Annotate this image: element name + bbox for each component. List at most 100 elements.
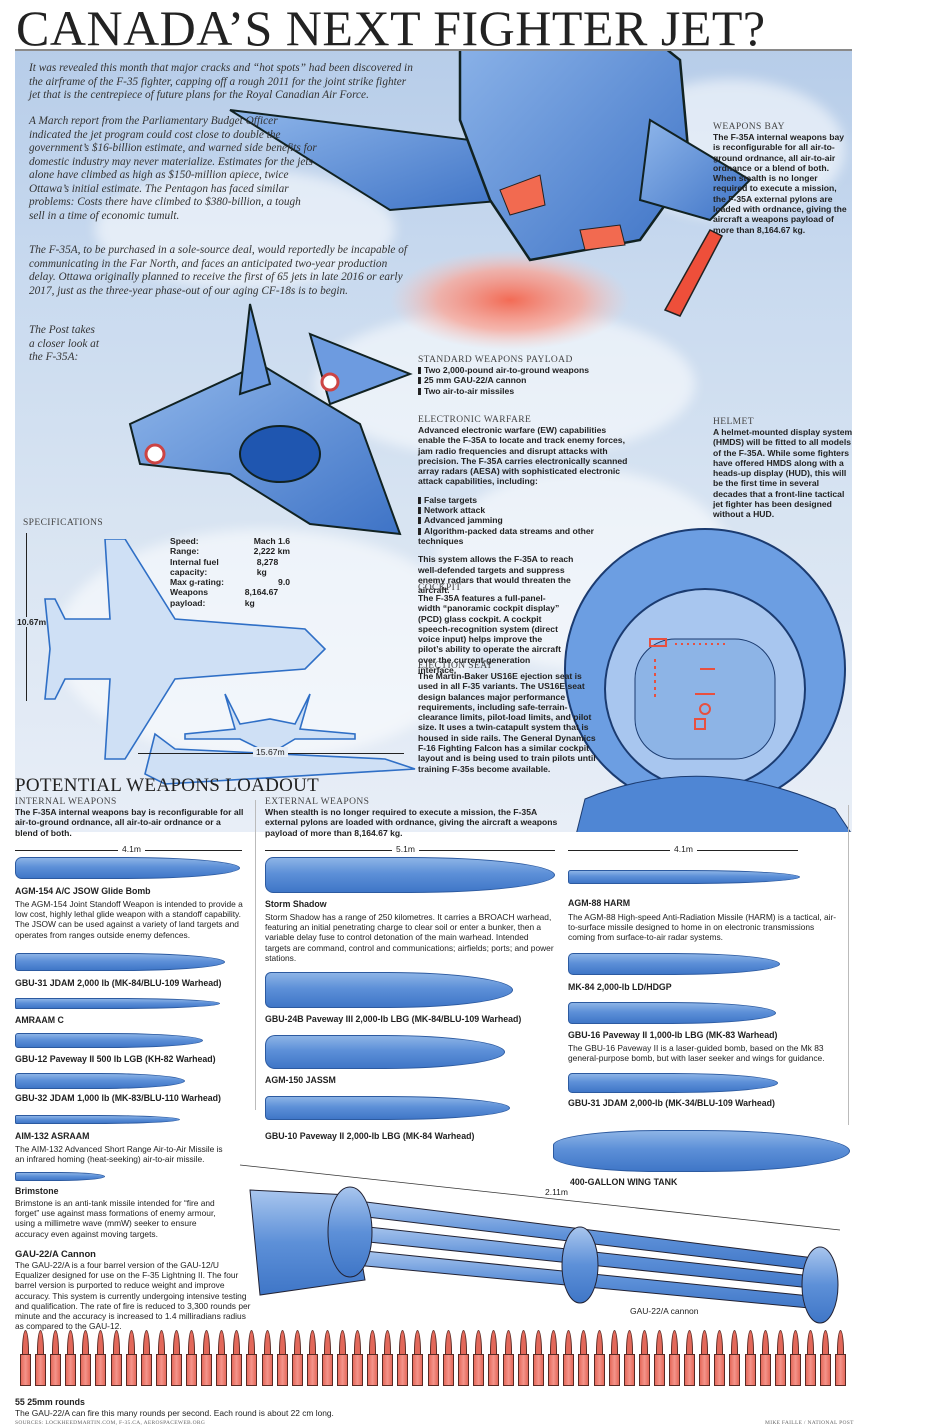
loadout-divider-right (848, 805, 849, 1125)
standard-payload-heading: STANDARD WEAPONS PAYLOAD (418, 355, 573, 365)
ammo-round-icon (486, 1330, 501, 1387)
internal-weapons-section: INTERNAL WEAPONS The F-35A internal weap… (15, 797, 245, 838)
ammo-round-icon (622, 1330, 637, 1387)
ammo-round-icon (712, 1330, 727, 1387)
ammo-round-icon (758, 1330, 773, 1387)
ammo-round-icon (320, 1330, 335, 1387)
ammo-round-icon (456, 1330, 471, 1387)
callout-weapons-bay: WEAPONS BAY The F-35A internal weapons b… (713, 122, 848, 235)
gau22-cannon-illustration (239, 1164, 841, 1324)
internal-dimension-label: 4.1m (118, 844, 145, 854)
ammo-round-icon (833, 1330, 848, 1387)
mk84-bomb-illustration (568, 953, 780, 975)
agm88-harm-illustration (568, 870, 800, 884)
ammo-round-icon (33, 1330, 48, 1387)
gbu10-paveway-illustration (265, 1096, 510, 1120)
weapon-label: GBU-32 JDAM 1,000 lb (MK-83/BLU-110 Warh… (15, 1093, 221, 1103)
ammo-round-icon (576, 1330, 591, 1387)
intro-paragraph-1: It was revealed this month that major cr… (29, 62, 413, 101)
ammo-round-icon (350, 1330, 365, 1387)
hero-top-rule (15, 49, 852, 51)
weapon-label: Brimstone (15, 1186, 59, 1196)
weapon-label: GBU-16 Paveway II 1,000-lb LBG (MK-83 Wa… (568, 1030, 778, 1040)
rounds-heading: 55 25mm rounds (15, 1397, 85, 1407)
sources-credit: SOURCES: LOCKHEEDMARTIN.COM, F-35.CA, AE… (15, 1420, 206, 1426)
spec-row: Weapons payload:8,164.67 kg (170, 587, 279, 608)
wing-tank-illustration (553, 1130, 850, 1172)
jsow-glide-bomb-illustration (15, 857, 240, 879)
spec-row: Range:2,222 km (170, 546, 290, 557)
spec-row: Max g-rating:9.0 (170, 577, 290, 588)
weapon-description: The AGM-154 Joint Standoff Weapon is int… (15, 899, 243, 940)
internal-weapons-text: The F-35A internal weapons bay is reconf… (15, 807, 244, 838)
cockpit-heading: COCKPIT (418, 583, 462, 593)
weapon-label: GBU-31 JDAM 2,000-lb (MK-34/BLU-109 Warh… (568, 1098, 775, 1108)
brimstone-illustration (15, 1172, 105, 1181)
ammo-round-icon (365, 1330, 380, 1387)
cockpit-text: The F-35A features a full-panel-width “p… (418, 593, 561, 676)
weapon-label: AGM-150 JASSM (265, 1075, 336, 1085)
gbu32-jdam-illustration (15, 1073, 185, 1089)
ammo-round-icon (229, 1330, 244, 1387)
ammo-round-icon (395, 1330, 410, 1387)
external-weapons-text: When stealth is no longer required to ex… (265, 807, 558, 838)
ammo-round-icon (516, 1330, 531, 1387)
ammo-round-icon (124, 1330, 139, 1387)
callout-helmet: HELMET A helmet-mounted display system (… (713, 417, 853, 520)
ammo-round-icon (18, 1330, 33, 1387)
loadout-heading: POTENTIAL WEAPONS LOADOUT (15, 775, 320, 796)
ammo-rounds-row (18, 1330, 940, 1388)
ammo-round-icon (637, 1330, 652, 1387)
ew-text: Advanced electronic warfare (EW) capabil… (418, 425, 628, 487)
callout-cockpit: COCKPIT The F-35A features a full-panel-… (418, 583, 568, 675)
ammo-round-icon (93, 1330, 108, 1387)
ammo-round-icon (410, 1330, 425, 1387)
weapon-description: Brimstone is an anti-tank missile intend… (15, 1198, 216, 1239)
spec-row: Speed:Mach 1.6 (170, 536, 290, 546)
ammo-round-icon (305, 1330, 320, 1387)
weapon-label: AGM-154 A/C JSOW Glide Bomb (15, 886, 151, 896)
weapon-description: The AIM-132 Advanced Short Range Air-to-… (15, 1144, 223, 1165)
weapon-label: GBU-10 Paveway II 2,000-lb LBG (MK-84 Wa… (265, 1131, 475, 1141)
ammo-round-icon (803, 1330, 818, 1387)
ammo-round-icon (697, 1330, 712, 1387)
ammo-round-icon (667, 1330, 682, 1387)
weapon-label: Storm Shadow (265, 899, 327, 909)
ammo-round-icon (63, 1330, 78, 1387)
rounds-text: The GAU-22/A can fire this many rounds p… (15, 1408, 334, 1418)
agm150-jassm-illustration (265, 1035, 505, 1069)
weapons-bay-text: The F-35A internal weapons bay is reconf… (713, 132, 847, 235)
ammo-round-icon (139, 1330, 154, 1387)
length-label: 15.67m (253, 747, 288, 757)
cannon-caption: GAU-22/A cannon (630, 1306, 699, 1316)
ammo-round-icon (531, 1330, 546, 1387)
ammo-round-icon (78, 1330, 93, 1387)
weapon-label: GBU-12 Paveway II 500 lb LGB (KH-82 Warh… (15, 1054, 216, 1064)
ammo-round-icon (788, 1330, 803, 1387)
ammo-round-icon (652, 1330, 667, 1387)
weapon-label: AGM-88 HARM (568, 898, 631, 908)
specifications-table: Speed:Mach 1.6 Range:2,222 km Internal f… (170, 536, 290, 608)
ammo-round-icon (199, 1330, 214, 1387)
helmet-text: A helmet-mounted display system (HMDS) w… (713, 427, 853, 520)
ammo-round-icon (546, 1330, 561, 1387)
weapon-label: GBU-31 JDAM 2,000 lb (MK-84/BLU-109 Warh… (15, 978, 222, 988)
ammo-round-icon (184, 1330, 199, 1387)
ew-item: Advanced jamming (418, 515, 633, 525)
weapon-label: AMRAAM C (15, 1015, 64, 1025)
ammo-round-icon (275, 1330, 290, 1387)
ammo-round-icon (818, 1330, 833, 1387)
payload-item: Two air-to-air missiles (418, 386, 618, 396)
ammo-round-icon (773, 1330, 788, 1387)
page-title: CANADA’S NEXT FIGHTER JET? (16, 0, 766, 56)
ew-heading: ELECTRONIC WARFARE (418, 415, 532, 425)
ammo-round-icon (290, 1330, 305, 1387)
ammo-round-icon (244, 1330, 259, 1387)
ammo-round-icon (169, 1330, 184, 1387)
payload-item: 25 mm GAU-22/A cannon (418, 375, 618, 385)
ammo-round-icon (109, 1330, 124, 1387)
ew-item: Algorithm-packed data streams and other … (418, 526, 633, 547)
ammo-round-icon (607, 1330, 622, 1387)
ammo-round-icon (471, 1330, 486, 1387)
callout-electronic-warfare: ELECTRONIC WARFARE Advanced electronic w… (418, 415, 633, 595)
